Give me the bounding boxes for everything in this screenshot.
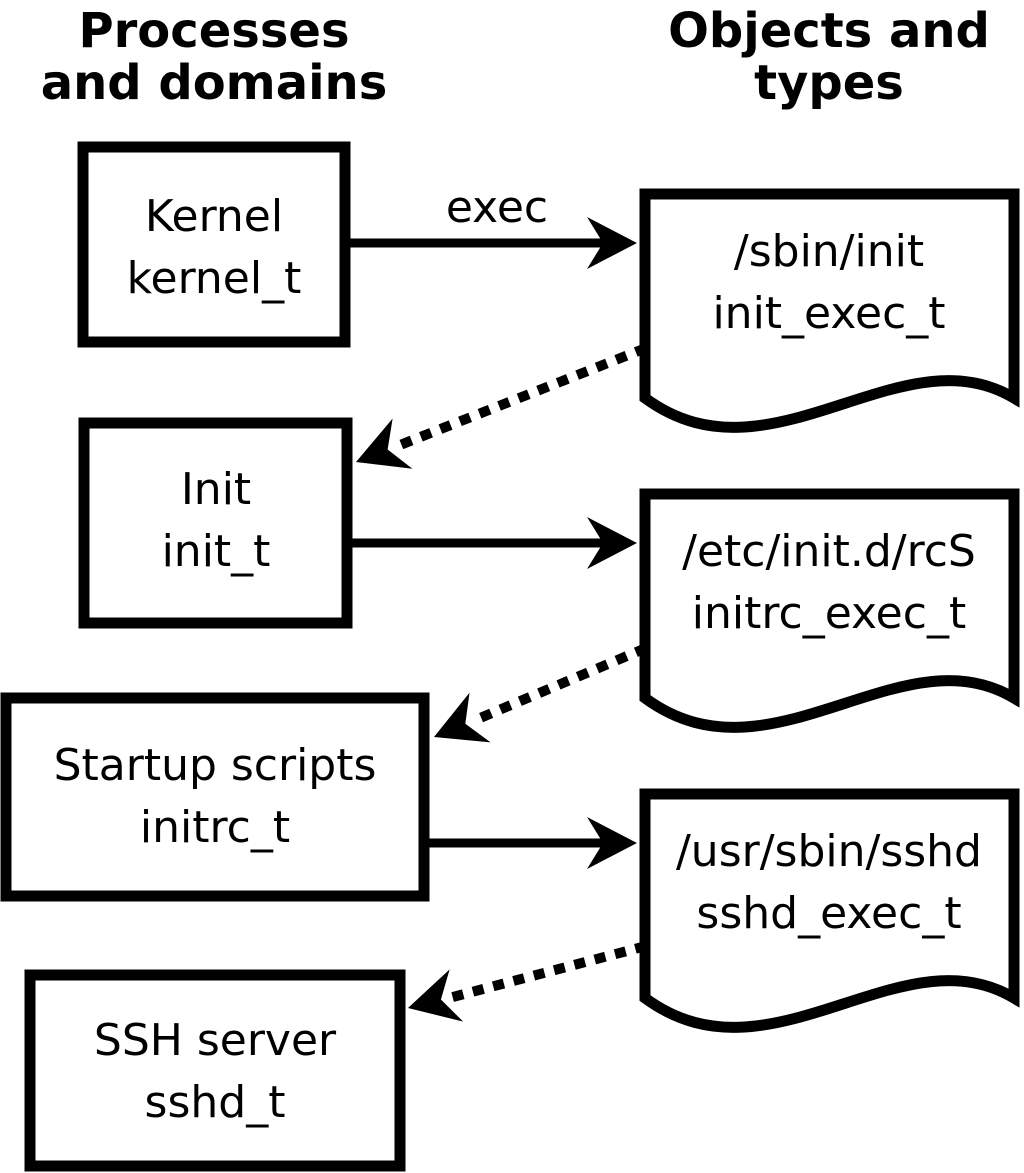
exec-arrow-init-to-rcS bbox=[347, 517, 637, 569]
transition-arrow-sshd-to-sshd-t bbox=[408, 941, 648, 1022]
process-box bbox=[78, 417, 353, 629]
process-domain: initrc_t bbox=[140, 802, 290, 853]
process-domain: kernel_t bbox=[127, 253, 302, 304]
object-path: /etc/init.d/rcS bbox=[682, 526, 976, 577]
exec-arrow-initrc-to-sshd bbox=[424, 817, 637, 869]
object-node-sbin-init: /sbin/init init_exec_t bbox=[639, 188, 1020, 433]
exec-edge-label: exec bbox=[446, 182, 548, 233]
document-shape bbox=[639, 788, 1020, 1033]
arrowhead-icon bbox=[408, 969, 464, 1022]
object-type: init_exec_t bbox=[712, 288, 945, 339]
arrowhead-icon bbox=[587, 217, 637, 269]
object-path: /usr/sbin/sshd bbox=[676, 826, 982, 877]
process-domain: sshd_t bbox=[145, 1077, 286, 1128]
process-domain: init_t bbox=[162, 526, 271, 577]
arrowhead-icon bbox=[434, 692, 491, 743]
arrowhead-icon bbox=[356, 418, 413, 469]
process-name: Init bbox=[181, 464, 251, 515]
column-header-objects-line1: Objects and bbox=[668, 3, 990, 59]
process-name: Startup scripts bbox=[54, 740, 377, 791]
object-node-usr-sbin-sshd: /usr/sbin/sshd sshd_exec_t bbox=[639, 788, 1020, 1033]
exec-arrow-kernel-to-sbin-init bbox=[344, 217, 637, 269]
column-header-objects: Objects and types bbox=[668, 3, 990, 111]
process-node-kernel: Kernel kernel_t bbox=[77, 141, 351, 348]
dotted-line bbox=[393, 343, 648, 452]
object-type: sshd_exec_t bbox=[696, 888, 961, 939]
process-box bbox=[77, 141, 351, 348]
process-box bbox=[24, 969, 406, 1172]
arrowhead-icon bbox=[587, 517, 637, 569]
process-name: SSH server bbox=[94, 1015, 337, 1066]
column-header-objects-line2: types bbox=[754, 55, 904, 111]
object-path: /sbin/init bbox=[734, 226, 924, 277]
object-node-etc-initd-rcS: /etc/init.d/rcS initrc_exec_t bbox=[639, 488, 1020, 733]
arrowhead-icon bbox=[587, 817, 637, 869]
process-node-ssh-server: SSH server sshd_t bbox=[24, 969, 406, 1172]
column-header-processes-line1: Processes bbox=[78, 3, 349, 59]
transition-arrow-sbin-init-to-init bbox=[356, 343, 648, 469]
process-name: Kernel bbox=[145, 191, 283, 242]
document-shape bbox=[639, 188, 1020, 433]
transition-arrow-rcS-to-initrc bbox=[434, 643, 648, 743]
column-header-processes-line2: and domains bbox=[41, 55, 388, 111]
document-shape bbox=[639, 488, 1020, 733]
object-type: initrc_exec_t bbox=[692, 588, 966, 639]
column-header-processes: Processes and domains bbox=[41, 3, 388, 111]
dotted-line bbox=[471, 643, 648, 726]
process-node-startup-scripts: Startup scripts initrc_t bbox=[0, 692, 430, 902]
process-box bbox=[0, 692, 430, 902]
dotted-line bbox=[447, 941, 648, 1003]
process-node-init: Init init_t bbox=[78, 417, 353, 629]
